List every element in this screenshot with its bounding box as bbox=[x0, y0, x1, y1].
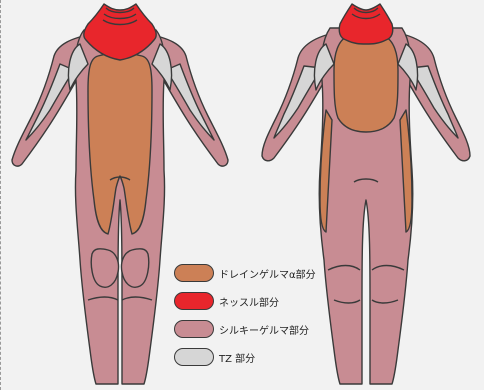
legend-swatch-neck bbox=[174, 292, 214, 310]
front-left-knee-pad bbox=[91, 249, 118, 287]
legend-item-neck: ネッスル部分 bbox=[174, 290, 344, 312]
legend-label-tz: TZ 部分 bbox=[219, 350, 255, 365]
legend-item-silky: シルキーゲルマ部分 bbox=[174, 318, 344, 340]
legend-label-drain: ドレインゲルマα部分 bbox=[219, 266, 316, 281]
back-drain-panel bbox=[334, 35, 398, 133]
legend-item-drain: ドレインゲルマα部分 bbox=[174, 262, 344, 284]
front-right-knee-pad bbox=[121, 249, 148, 287]
legend-swatch-drain bbox=[174, 264, 214, 282]
legend-swatch-silky bbox=[174, 320, 214, 338]
legend-swatch-tz bbox=[174, 348, 214, 366]
legend-item-tz: TZ 部分 bbox=[174, 346, 344, 368]
back-neck-panel bbox=[339, 4, 393, 44]
legend-label-silky: シルキーゲルマ部分 bbox=[219, 322, 309, 337]
legend-label-neck: ネッスル部分 bbox=[219, 294, 279, 309]
